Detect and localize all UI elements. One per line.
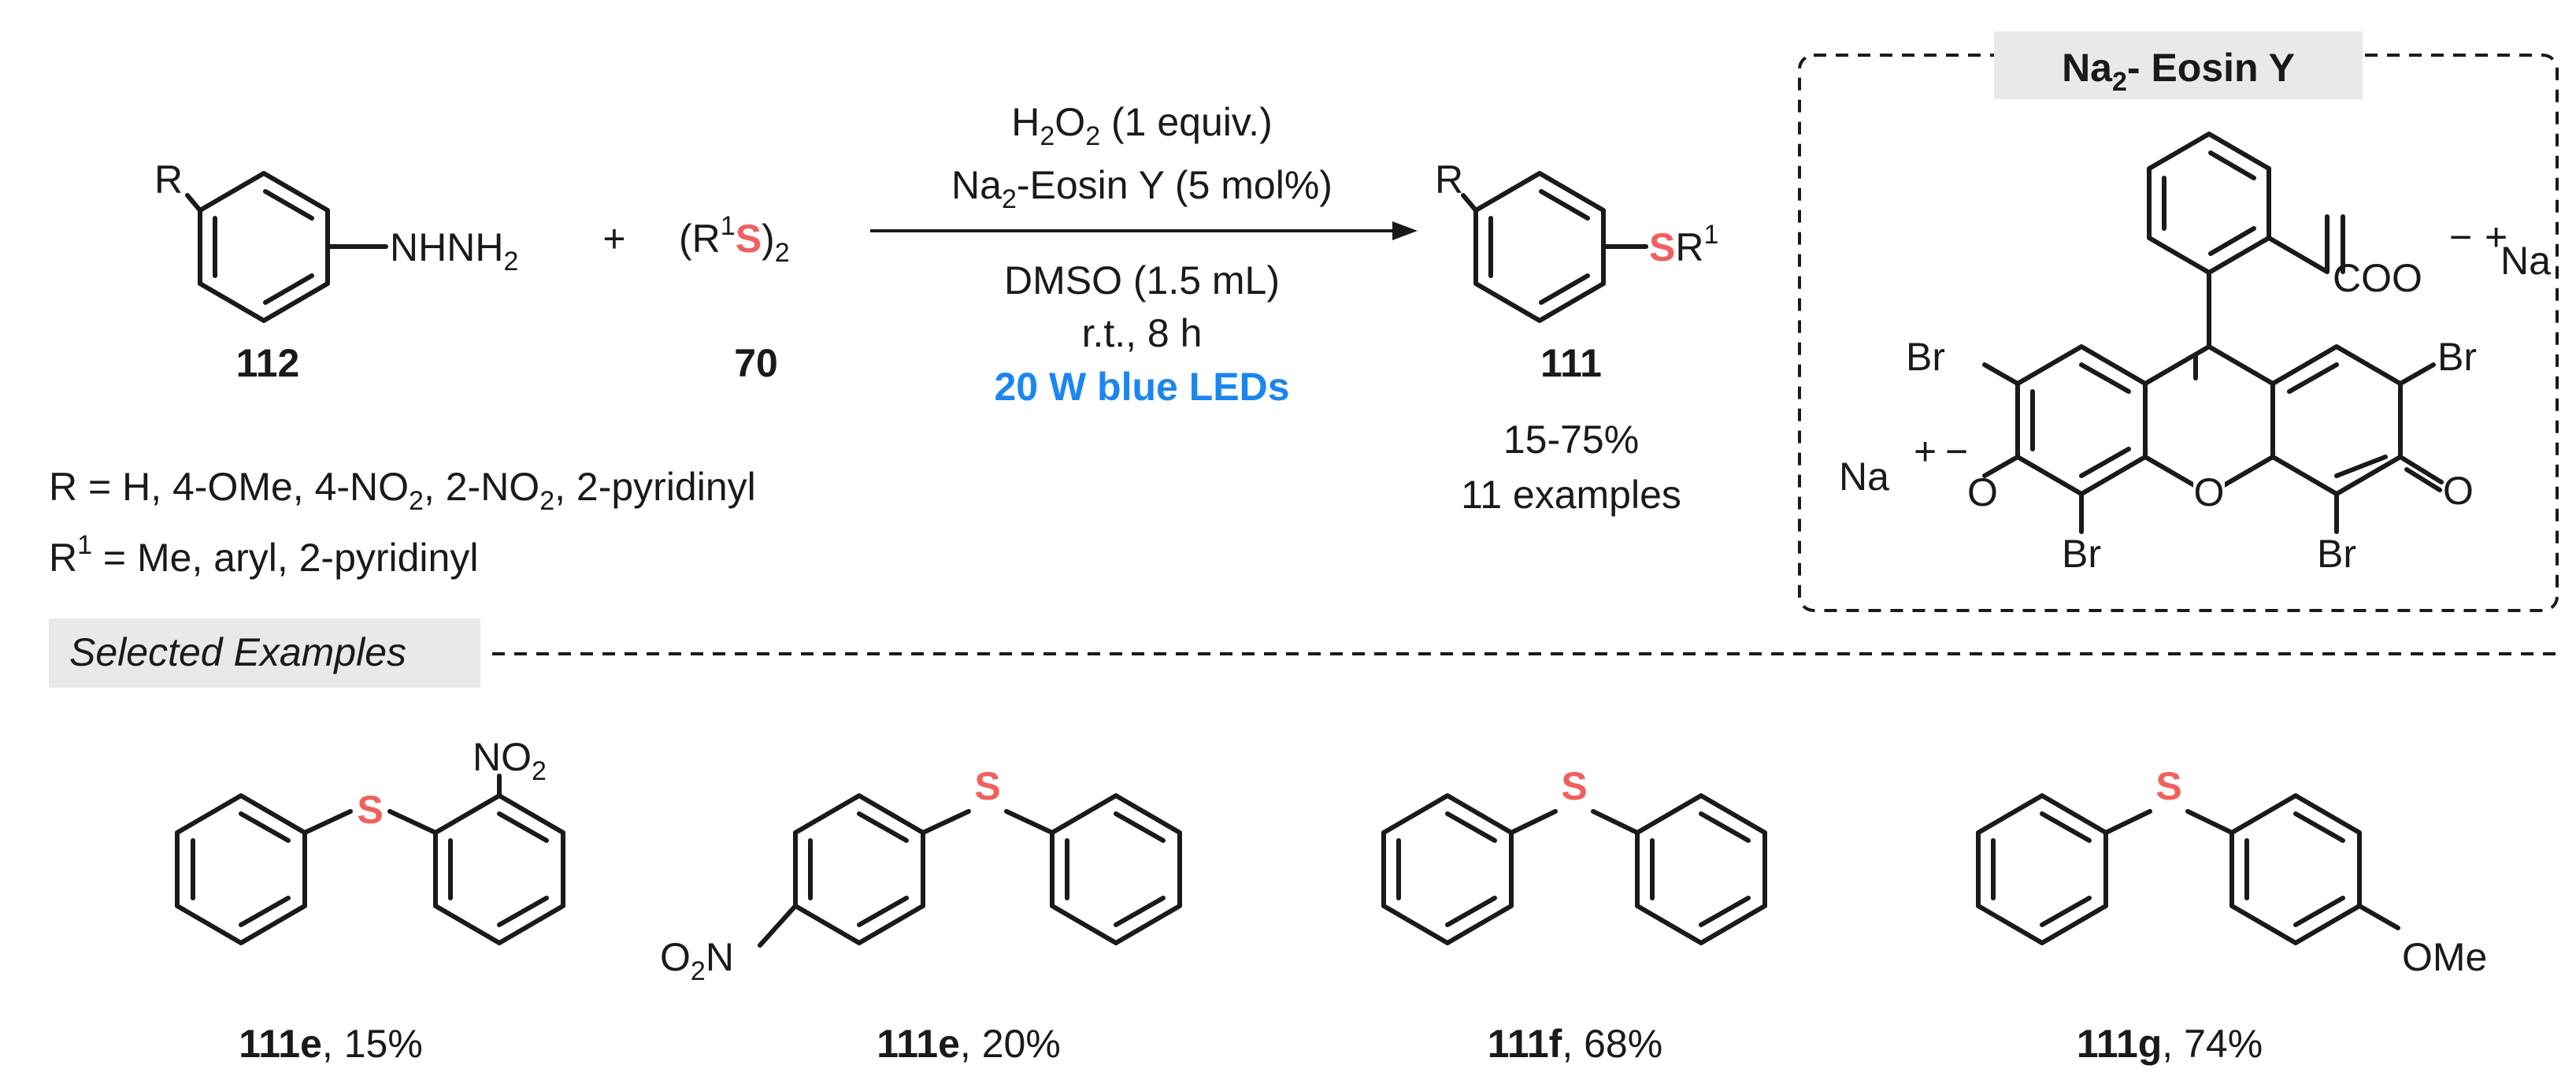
bromine-label: Br: [2062, 532, 2101, 576]
selected-examples-header-bg: [49, 618, 480, 688]
compound-id-70: 70: [734, 341, 778, 385]
methoxy-label: OMe: [2402, 935, 2487, 979]
disulfide-formula: (R1S)2: [679, 211, 790, 268]
sodium-left: Na: [1839, 455, 1889, 499]
condition-oxidant: H2O2 (1 equiv.): [1011, 100, 1272, 151]
product-aryl-sulfide: R SR1 111 15-75% 11 examples: [1435, 158, 1718, 517]
condition-temp-time: r.t., 8 h: [1082, 311, 1203, 355]
keto-oxygen: O: [2443, 469, 2474, 513]
example-card: S OMe 111g, 74%: [1976, 764, 2487, 1066]
catalyst-title: Na2- Eosin Y: [2062, 46, 2295, 97]
compound-id-112: 112: [236, 341, 300, 385]
example-caption: 111e, 20%: [877, 1022, 1061, 1066]
scope-r1: R1 = Me, aryl, 2-pyridinyl: [49, 530, 478, 580]
condition-catalyst: Na2-Eosin Y (5 mol%): [951, 163, 1332, 214]
condition-solvent: DMSO (1.5 mL): [1004, 258, 1280, 302]
sulfur-label: S: [357, 788, 383, 832]
example-card: S NO2 111e, 15%: [175, 735, 565, 1066]
nitro-label: NO2: [473, 735, 547, 786]
carboxylate-label: COO: [2333, 256, 2422, 300]
carboxylate-plus: +: [2485, 215, 2507, 259]
sulfur-label: S: [1561, 764, 1587, 808]
nitro-label: O2N: [660, 935, 734, 986]
product-r-label: R: [1435, 158, 1463, 202]
scope-r: R = H, 4-OMe, 4-NO2, 2-NO2, 2-pyridinyl: [49, 465, 756, 516]
nhnh2-label: NHNH2: [390, 225, 518, 276]
reaction-arrow: [870, 221, 1418, 240]
sodium-right: Na: [2500, 239, 2551, 283]
example-card: S 111f, 68%: [1381, 764, 1767, 1066]
phenoxide-oxygen: O: [1967, 470, 1998, 514]
bromine-label: Br: [2437, 335, 2477, 379]
example-caption: 111f, 68%: [1488, 1022, 1662, 1066]
bromine-label: Br: [2317, 532, 2356, 576]
product-sr1-label: SR1: [1649, 220, 1718, 269]
sulfur-label: S: [2155, 764, 2181, 808]
sulfur-label: S: [974, 764, 1000, 808]
substituent-r-label: R: [154, 158, 183, 202]
reagent-disulfide: (R1S)2 70: [679, 211, 790, 385]
phenoxide-plus: +: [1914, 429, 1937, 473]
plus-sign: +: [602, 217, 625, 261]
carboxylate-minus: −: [2449, 215, 2472, 259]
selected-examples-header: Selected Examples: [69, 630, 406, 674]
substrate-phenylhydrazine: R NHNH2 112: [154, 158, 518, 385]
example-card: S O2N 111e, 20%: [660, 764, 1182, 1066]
phenoxide-minus: −: [1945, 429, 1968, 473]
product-example-count: 11 examples: [1461, 473, 1681, 517]
ring-oxygen: O: [2194, 470, 2225, 514]
example-caption: 111g, 74%: [2077, 1022, 2263, 1066]
bromine-label: Br: [1906, 335, 1945, 379]
compound-id-111: 111: [1540, 341, 1602, 385]
condition-light: 20 W blue LEDs: [994, 365, 1289, 409]
example-caption: 111e, 15%: [239, 1022, 423, 1066]
catalyst-box: Na2- Eosin Y COO − + Na O O Br: [1798, 32, 2559, 612]
product-yield-range: 15-75%: [1503, 418, 1639, 462]
